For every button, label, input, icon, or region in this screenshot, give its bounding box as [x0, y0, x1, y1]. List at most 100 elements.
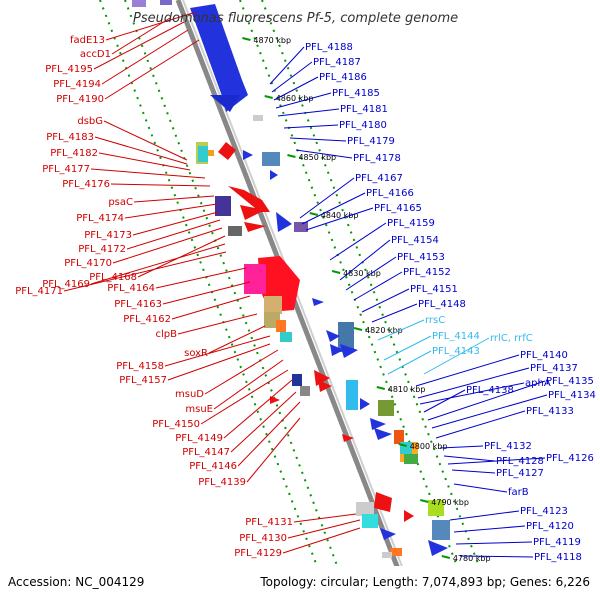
gene-label[interactable]: PFL_4172 — [78, 244, 126, 255]
track-line — [261, 0, 493, 600]
gene-label[interactable]: PFL_4152 — [403, 267, 451, 278]
gene-label[interactable]: PFL_4138 — [466, 385, 514, 396]
gene-label[interactable]: PFL_4174 — [76, 213, 124, 224]
gene-label[interactable]: PFL_4165 — [374, 203, 422, 214]
gene-label[interactable]: PFL_4183 — [46, 132, 94, 143]
gene-block — [208, 150, 214, 156]
gene-label[interactable]: PFL_4118 — [534, 552, 582, 563]
gene-label[interactable]: PFL_4194 — [53, 79, 101, 90]
gene-arrow — [244, 222, 266, 232]
gene-label[interactable]: PFL_4171 — [15, 286, 63, 297]
gene-label[interactable]: PFL_4185 — [332, 88, 380, 99]
gene-label[interactable]: PFL_4163 — [114, 299, 162, 310]
gene-label[interactable]: rrlC, rrfC — [490, 333, 533, 344]
label-leader-line — [329, 222, 387, 261]
gene-label[interactable]: clpB — [156, 329, 178, 340]
label-leader-line — [339, 239, 391, 281]
gene-label[interactable]: PFL_4126 — [546, 453, 594, 464]
gene-label[interactable]: PFL_4133 — [526, 406, 574, 417]
gene-label[interactable]: fadE13 — [70, 35, 105, 46]
gene-label[interactable]: PFL_4150 — [152, 419, 200, 430]
gene-block — [432, 520, 450, 540]
gene-label[interactable]: PFL_4144 — [432, 331, 480, 342]
gene-label[interactable]: PFL_4129 — [234, 548, 282, 559]
gene-label[interactable]: PFL_4123 — [520, 506, 568, 517]
gene-label[interactable]: PFL_4186 — [319, 72, 367, 83]
gene-label[interactable]: accD1 — [80, 49, 111, 60]
gene-block — [294, 222, 308, 232]
gene-label[interactable]: PFL_4148 — [418, 299, 466, 310]
gene-block — [338, 322, 354, 352]
gene-label[interactable]: farB — [508, 487, 529, 498]
label-leader-line — [230, 391, 297, 453]
gene-label[interactable]: PFL_4137 — [530, 363, 578, 374]
gene-label[interactable]: PFL_4154 — [391, 235, 439, 246]
gene-label[interactable]: PFL_4134 — [548, 390, 596, 401]
gene-label[interactable]: PFL_4135 — [546, 376, 594, 387]
gene-label[interactable]: PFL_4149 — [175, 433, 223, 444]
gene-label[interactable]: PFL_4177 — [42, 164, 90, 175]
gene-label[interactable]: PFL_4159 — [387, 218, 435, 229]
label-leader-line — [419, 382, 525, 405]
gene-label[interactable]: psaC — [108, 197, 133, 208]
gene-label[interactable]: PFL_4146 — [189, 461, 237, 472]
gene-label[interactable]: PFL_4128 — [496, 456, 544, 467]
gene-block — [160, 0, 172, 5]
gene-label[interactable]: dsbG — [77, 116, 103, 127]
gene-arrow — [380, 528, 396, 540]
gene-label[interactable]: PFL_4127 — [496, 468, 544, 479]
gene-label[interactable]: PFL_4179 — [347, 136, 395, 147]
gene-label[interactable]: PFL_4139 — [198, 477, 246, 488]
kbp-tick-label: 4830 kbp — [343, 269, 381, 278]
gene-label[interactable]: PFL_4181 — [340, 104, 388, 115]
gene-label[interactable]: PFL_4153 — [397, 252, 445, 263]
kbp-tick-label: 4780 kbp — [453, 554, 491, 563]
gene-label[interactable]: rrsC — [425, 315, 445, 326]
gene-label[interactable]: msuE — [185, 404, 213, 415]
gene-arrow — [314, 370, 330, 386]
label-leader-line — [126, 219, 221, 250]
gene-arrow — [326, 330, 340, 342]
gene-label[interactable]: PFL_4195 — [45, 64, 93, 75]
gene-label[interactable]: PFL_4130 — [239, 533, 287, 544]
kbp-tick — [242, 37, 251, 41]
label-leader-line — [383, 335, 432, 361]
gene-block — [264, 296, 282, 314]
label-leader-line — [155, 267, 247, 289]
gene-label[interactable]: PFL_4119 — [533, 537, 581, 548]
gene-label[interactable]: PFL_4170 — [64, 258, 112, 269]
gene-label[interactable]: PFL_4178 — [353, 153, 401, 164]
gene-label[interactable]: PFL_4120 — [526, 521, 574, 532]
gene-block — [390, 548, 402, 556]
gene-label[interactable]: PFL_4187 — [313, 57, 361, 68]
gene-label[interactable]: PFL_4164 — [107, 283, 155, 294]
gene-label[interactable]: PFL_4147 — [182, 447, 230, 458]
gene-arrow — [340, 344, 358, 358]
kbp-tick-label: 4800 kbp — [410, 442, 448, 451]
gene-label[interactable]: PFL_4173 — [84, 230, 132, 241]
gene-label[interactable]: PFL_4166 — [366, 188, 414, 199]
gene-label[interactable]: PFL_4176 — [62, 179, 110, 190]
gene-label[interactable]: PFL_4143 — [432, 346, 480, 357]
gene-label[interactable]: PFL_4182 — [50, 148, 98, 159]
gene-label[interactable]: PFL_4157 — [119, 375, 167, 386]
gene-block — [300, 386, 310, 396]
gene-label[interactable]: PFL_4169 — [42, 279, 90, 290]
label-leader-line — [371, 303, 418, 323]
gene-label[interactable]: PFL_4162 — [123, 314, 171, 325]
gene-block — [228, 226, 242, 236]
gene-label[interactable]: PFL_4167 — [355, 173, 403, 184]
gene-label[interactable]: soxR — [184, 348, 208, 359]
gene-label[interactable]: PFL_4190 — [56, 94, 104, 105]
gene-label[interactable]: PFL_4158 — [116, 361, 164, 372]
gene-label[interactable]: PFL_4188 — [305, 42, 353, 53]
kbp-tick-label: 4840 kbp — [321, 211, 359, 220]
gene-arrow — [360, 398, 370, 410]
gene-label[interactable]: PFL_4131 — [245, 517, 293, 528]
gene-label[interactable]: PFL_4140 — [520, 350, 568, 361]
gene-label[interactable]: PFL_4151 — [410, 284, 458, 295]
gene-label[interactable]: PFL_4180 — [339, 120, 387, 131]
gene-label[interactable]: PFL_4132 — [484, 441, 532, 452]
gene-arrow — [342, 434, 354, 442]
gene-label[interactable]: msuD — [175, 389, 204, 400]
